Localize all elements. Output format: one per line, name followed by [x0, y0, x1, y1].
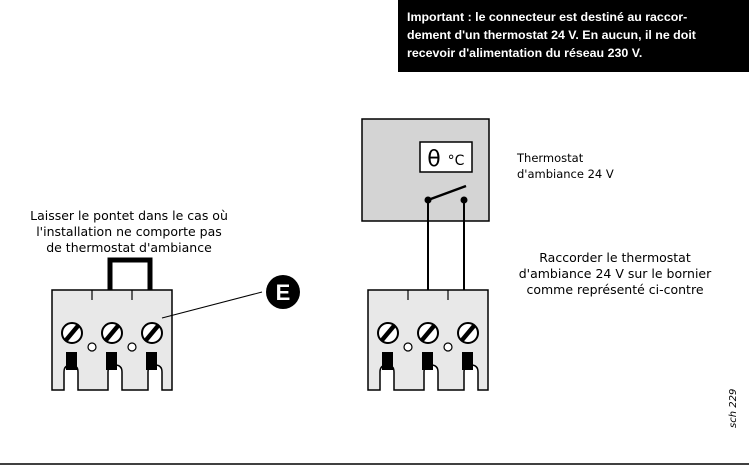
connect-instruction-line-1: Raccorder le thermostat — [539, 250, 691, 265]
thermostat-label-line-2: d'ambiance 24 V — [517, 167, 614, 181]
screw-icon — [141, 322, 163, 344]
leader-line — [161, 291, 263, 319]
screw-icon — [377, 322, 399, 344]
screw-icon — [101, 322, 123, 344]
connect-instruction-line-2: d'ambiance 24 V sur le bornier — [518, 266, 712, 281]
marker-e: E — [266, 275, 300, 309]
bridge-instruction-label: Laisser le pontet dans le cas où l'insta… — [14, 208, 244, 256]
notice-line-2: dement d'un thermostat 24 V. En aucun, i… — [407, 28, 696, 42]
connect-instruction-label: Raccorder le thermostat d'ambiance 24 V … — [500, 250, 730, 298]
important-notice: Important : le connecteur est destiné au… — [398, 0, 749, 72]
thermostat: θ °C — [361, 118, 490, 222]
reference-code: sch 229 — [728, 388, 739, 428]
thermostat-unit: °C — [448, 153, 465, 169]
thermostat-label-line-1: Thermostat — [517, 151, 584, 165]
screw-icon — [457, 322, 479, 344]
notice-line-3: recevoir d'alimentation du réseau 230 V. — [407, 46, 643, 60]
connect-instruction-line-3: comme représenté ci-contre — [526, 282, 704, 297]
theta-symbol-icon: θ — [427, 147, 440, 172]
bridge-jumper — [107, 257, 153, 290]
bridge-instruction-line-1: Laisser le pontet dans le cas où — [30, 208, 228, 223]
switch-contact — [427, 184, 467, 202]
right-terminal-block — [367, 289, 489, 391]
left-terminal-block — [51, 257, 173, 391]
bridge-instruction-line-3: de thermostat d'ambiance — [46, 240, 212, 255]
thermostat-label: Thermostat d'ambiance 24 V — [517, 150, 614, 182]
screw-icon — [61, 322, 83, 344]
notice-line-1: Important : le connecteur est destiné au… — [407, 10, 688, 24]
thermostat-display — [419, 141, 473, 173]
screw-icon — [417, 322, 439, 344]
marker-e-letter: E — [276, 280, 291, 305]
bridge-instruction-line-2: l'installation ne comporte pas — [36, 224, 222, 239]
